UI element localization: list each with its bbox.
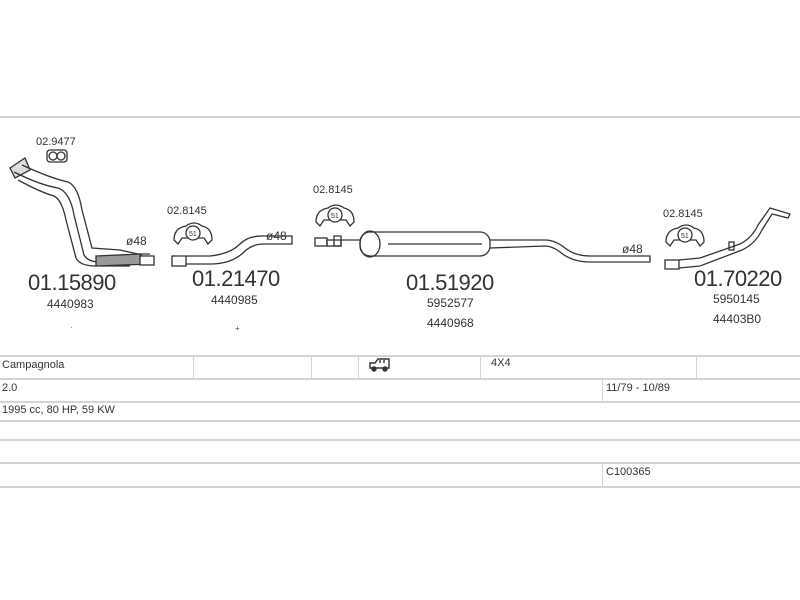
table-line <box>0 420 800 422</box>
col-divider <box>480 356 481 378</box>
col-divider <box>602 463 603 486</box>
diameter-label: ø48 <box>126 234 147 248</box>
clamp-part-number: 02.8145 <box>167 205 207 217</box>
table-line <box>0 486 800 488</box>
svg-text:51: 51 <box>331 213 339 220</box>
col-divider <box>696 356 697 378</box>
oem-reference: 4440968 <box>427 316 474 330</box>
engine-specs: 1995 cc, 80 HP, 59 KW <box>2 404 115 416</box>
front-pipe-drawing <box>9 157 155 267</box>
drive-type: 4X4 <box>491 357 511 369</box>
table-line <box>0 355 800 357</box>
intermediate-pipe-drawing <box>171 235 293 267</box>
table-line <box>0 462 800 464</box>
tail-pipe-drawing <box>664 207 791 270</box>
oem-reference: 4440985 <box>211 293 258 307</box>
part-number: 01.21470 <box>192 266 280 291</box>
col-divider <box>602 379 603 401</box>
part-number: 01.51920 <box>406 270 494 295</box>
table-line <box>0 378 800 380</box>
vehicle-model: Campagnola <box>2 359 65 371</box>
part-number: 01.15890 <box>28 270 116 295</box>
table-line <box>0 401 800 403</box>
part-number: 01.70220 <box>694 266 782 291</box>
suv-icon <box>367 358 393 375</box>
clamp-51-icon: 51 <box>665 224 705 248</box>
clamp-51-icon: 51 <box>173 222 213 246</box>
col-divider <box>193 356 194 378</box>
production-years: 11/79 - 10/89 <box>606 382 671 394</box>
clamp-part-number: 02.9477 <box>36 136 76 148</box>
exhaust-system-drawing: 51 51 51 · + <box>9 149 791 333</box>
svg-text:+: + <box>235 324 240 333</box>
oem-reference: 5950145 <box>713 292 760 306</box>
svg-text:51: 51 <box>681 233 689 240</box>
engine-size: 2.0 <box>2 382 18 394</box>
catalog-code: C100365 <box>606 466 651 478</box>
middle-muffler-drawing <box>314 230 651 263</box>
table-line <box>0 439 800 441</box>
col-divider <box>311 356 312 378</box>
clamp-02-9477-icon <box>46 149 68 163</box>
col-divider <box>358 356 359 378</box>
svg-text:51: 51 <box>189 231 197 238</box>
diameter-label: ø48 <box>622 242 643 256</box>
oem-reference: 4440983 <box>47 297 94 311</box>
clamp-part-number: 02.8145 <box>313 184 353 196</box>
svg-text:·: · <box>70 323 73 332</box>
clamp-51-icon: 51 <box>315 204 355 228</box>
oem-reference: 5952577 <box>427 296 474 310</box>
oem-reference: 44403B0 <box>713 312 762 326</box>
diameter-label: ø48 <box>266 229 287 243</box>
clamp-part-number: 02.8145 <box>663 208 703 220</box>
divider <box>0 116 800 118</box>
